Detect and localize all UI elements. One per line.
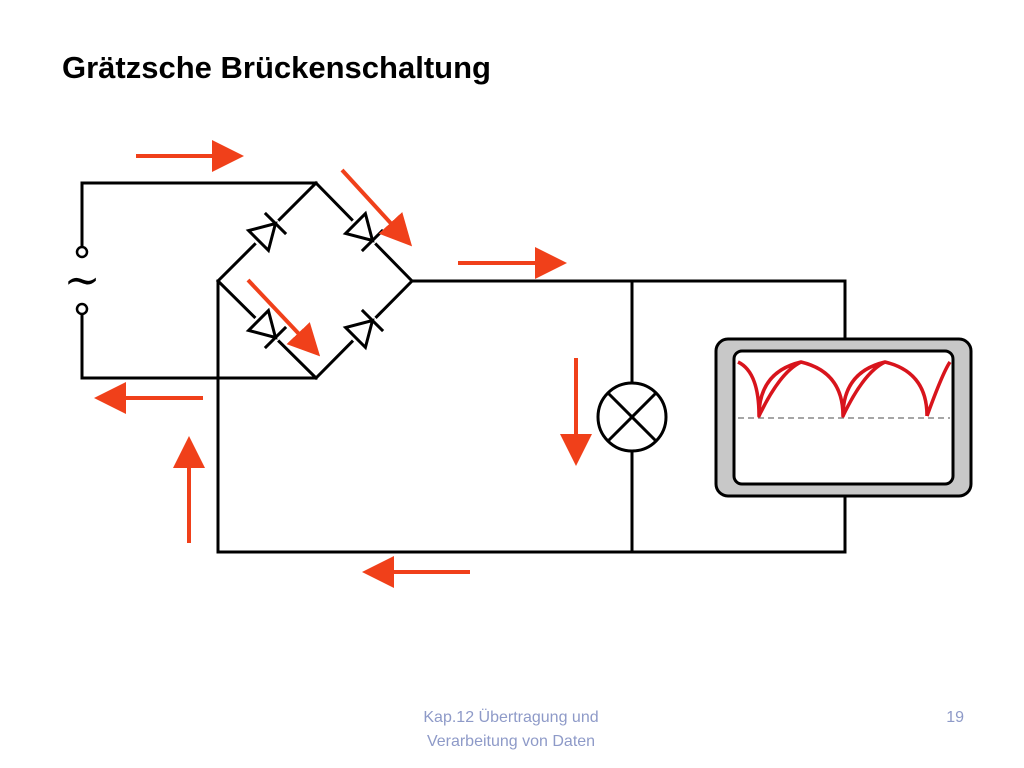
wire-source-top <box>80 181 318 250</box>
footer-line-1: Kap.12 Übertragung und <box>423 709 599 726</box>
lamp-icon <box>596 381 668 453</box>
source-symbol: ~ <box>64 255 101 306</box>
oscilloscope-icon <box>714 337 973 498</box>
slide-title: Grätzsche Brückenschaltung <box>62 50 491 85</box>
wire-output-negative <box>216 279 847 554</box>
bridge-outline <box>215 180 415 381</box>
source-terminal-top <box>75 245 89 259</box>
arrow-icon <box>340 168 413 247</box>
arrow-icon <box>246 278 321 357</box>
current-arrows <box>94 140 592 588</box>
footer-chapter: Kap.12 Übertragung und Verarbeitung von … <box>380 706 642 754</box>
oscilloscope-wave <box>737 360 952 418</box>
footer-line-2: Verarbeitung von Daten <box>426 733 596 750</box>
diode-icon <box>240 205 294 259</box>
wire-source-bottom <box>80 310 318 380</box>
page-number: 19 <box>946 709 964 726</box>
ac-source-icon: ~ <box>64 245 101 316</box>
source-terminal-bottom <box>75 302 89 316</box>
diode-icon <box>337 302 391 356</box>
